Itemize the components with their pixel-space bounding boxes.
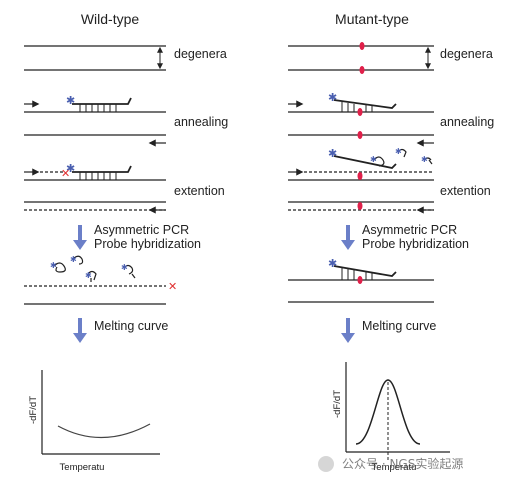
mt-probe — [333, 99, 397, 109]
mt-melting-arrow-icon — [341, 318, 355, 343]
wt-melting-plot — [41, 370, 160, 455]
mutation-dot — [357, 131, 363, 139]
mt-xlabel: Temperatu — [372, 462, 417, 473]
fluor-star-icon: ✱ — [370, 155, 377, 164]
fluor-star-icon: ✱ — [328, 148, 337, 160]
wt-xlabel: Temperatu — [60, 462, 105, 473]
mt-hybridized-probe: ✱ — [288, 258, 434, 303]
mutation-dot — [357, 276, 363, 284]
fluor-star-icon: ✱ — [328, 92, 337, 104]
mt-degenera-strands — [288, 42, 434, 74]
wt-label-extention: extention — [174, 184, 225, 198]
fluor-star-icon: ✱ — [66, 163, 75, 175]
fluor-star-icon: ✱ — [121, 263, 128, 272]
wt-degenera-strands — [24, 45, 166, 71]
mutation-dot — [359, 66, 365, 74]
mt-step-arrow-icon — [341, 225, 355, 250]
mt-extension-strands: ✱ ✱ ✱ ✱ — [288, 147, 434, 214]
wechat-icon — [318, 456, 334, 472]
mt-label-probe-hyb: Probe hybridization — [362, 237, 469, 251]
wt-ylabel: -dF/dT — [28, 396, 39, 424]
mutation-dot — [359, 42, 365, 50]
wt-single-strands: ✕ — [24, 281, 177, 305]
wt-step-arrow-icon — [73, 225, 87, 250]
cleavage-x-icon: ✕ — [61, 168, 70, 180]
fluor-star-icon: ✱ — [85, 271, 92, 280]
fluor-star-icon: ✱ — [395, 147, 402, 156]
title-wild-type: Wild-type — [81, 11, 140, 27]
fluor-star-icon: ✱ — [66, 95, 75, 107]
wt-label-asym-pcr: Asymmetric PCR — [94, 223, 189, 237]
wt-melting-arrow-icon — [73, 318, 87, 343]
watermark-text: 公众号 · NGS实验起源 — [342, 456, 463, 471]
wt-label-annealing: annealing — [174, 115, 228, 129]
fluor-star-icon: ✱ — [70, 255, 77, 264]
fluor-star-icon: ✱ — [50, 261, 57, 270]
wt-label-degenera: degenera — [174, 47, 227, 61]
wt-free-probes — [53, 255, 136, 282]
mt-melting-plot — [345, 362, 450, 460]
fluor-star-icon: ✱ — [328, 258, 337, 270]
title-mutant-type: Mutant-type — [335, 11, 409, 27]
fluor-star-icon: ✱ — [421, 155, 428, 164]
mt-label-melting: Melting curve — [362, 319, 436, 333]
wt-flat-curve — [57, 423, 151, 439]
mutation-dot — [357, 172, 363, 180]
mt-label-extention: extention — [440, 184, 491, 198]
wt-label-melting: Melting curve — [94, 319, 168, 333]
mt-label-annealing: annealing — [440, 115, 494, 129]
wt-extension-strands: ✱ ✕ — [24, 163, 166, 214]
mutation-dot — [357, 108, 363, 116]
mt-ylabel: -dF/dT — [332, 390, 343, 418]
mutation-dot — [357, 202, 363, 210]
watermark: 公众号 · NGS实验起源 — [318, 456, 463, 472]
mt-peak-curve — [355, 379, 421, 445]
mt-annealing-strands: ✱ — [288, 92, 434, 147]
wt-label-probe-hyb: Probe hybridization — [94, 237, 201, 251]
wt-probe — [72, 97, 132, 105]
mt-label-asym-pcr: Asymmetric PCR — [362, 223, 457, 237]
mt-label-degenera: degenera — [440, 47, 493, 61]
mismatch-x-icon: ✕ — [168, 281, 177, 293]
wt-annealing-strands: ✱ — [24, 95, 166, 147]
